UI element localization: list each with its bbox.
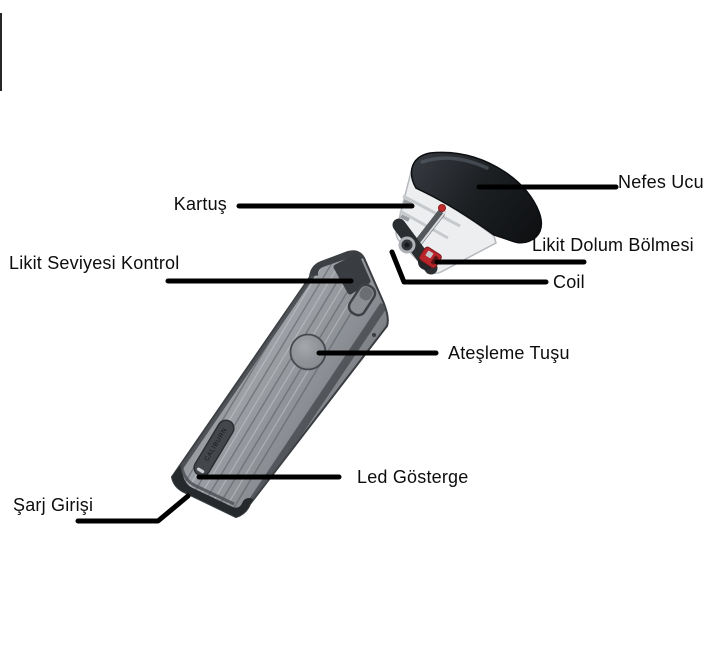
pod-bay-rim — [307, 251, 368, 277]
leader-line-coil — [389, 249, 549, 285]
label-sarj-girisi: Şarj Girişi — [13, 495, 94, 516]
liquid-window-recess — [333, 253, 371, 295]
air-hole — [372, 333, 376, 337]
led-indicator — [196, 467, 205, 474]
label-likit-seviyesi-kontrol: Likit Seviyesi Kontrol — [9, 253, 180, 274]
fill-port-dot — [438, 204, 446, 212]
charging-end-cap — [172, 459, 256, 517]
device-body-illustration: CALIBURN — [170, 250, 389, 519]
scan-artifact — [0, 13, 2, 91]
label-nefes-ucu: Nefes Ucu — [618, 172, 704, 193]
label-kartus: Kartuş — [173, 194, 227, 215]
label-led-gosterge: Led Gösterge — [357, 467, 469, 488]
pod-illustration — [392, 151, 543, 275]
pod-mouthpiece-cap — [410, 151, 543, 244]
liquid-level-window — [347, 283, 377, 317]
leader-line-sarj-girisi — [75, 493, 191, 524]
label-likit-dolum-bolmesi: Likit Dolum Bölmesi — [532, 235, 694, 256]
label-coil: Coil — [553, 272, 585, 293]
label-atesleme-tusu: Ateşleme Tuşu — [448, 343, 570, 364]
